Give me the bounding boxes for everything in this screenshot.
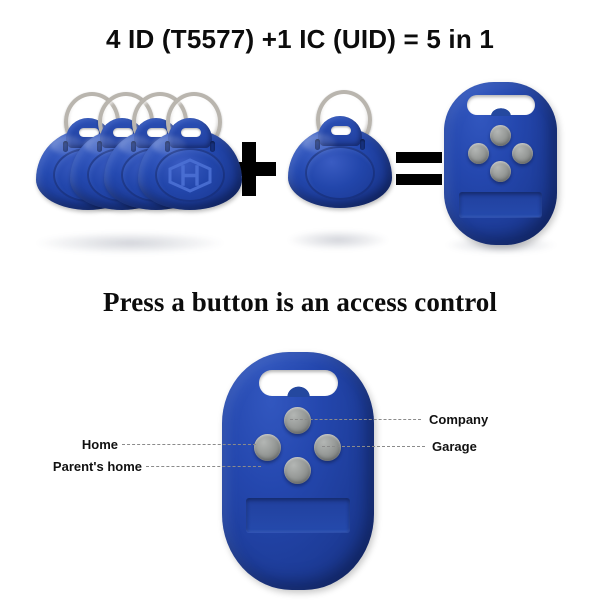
tag-ring-slot — [79, 128, 99, 137]
fob-button-company[interactable] — [284, 407, 311, 434]
fob-button-home[interactable] — [254, 434, 281, 461]
tag-ring-slot — [147, 128, 167, 137]
hex-h-logo-icon — [168, 158, 212, 193]
multi-button-fob-product — [444, 82, 557, 245]
tag-ring-slot — [113, 128, 133, 137]
id-tag-4 — [138, 92, 242, 210]
fob-button-right[interactable] — [512, 143, 533, 164]
ic-tag — [288, 90, 392, 208]
fob-button-left[interactable] — [468, 143, 489, 164]
leader-line-company — [290, 419, 421, 420]
ic-tag-shadow — [288, 230, 388, 250]
equals-top-bar — [396, 152, 442, 163]
fob-button-bottom[interactable] — [490, 161, 511, 182]
callout-company: Company — [429, 412, 489, 427]
leader-line-home — [122, 444, 256, 445]
leader-line-garage — [322, 446, 425, 447]
tag-dimple-left — [165, 141, 170, 152]
tag-face-disc — [305, 146, 375, 200]
tag-dimple-left — [97, 141, 102, 152]
fob-slot-notch — [489, 106, 513, 116]
fob-label-panel — [246, 498, 350, 532]
tag-dimple-right — [360, 139, 365, 150]
fob-button-garage[interactable] — [314, 434, 341, 461]
fob-button-parents-home[interactable] — [284, 457, 311, 484]
callout-parents-home: Parent's home — [52, 459, 142, 474]
fob-keyring-slot — [259, 370, 338, 397]
tag-stack-shadow — [36, 232, 224, 254]
annotated-fob-diagram — [222, 352, 374, 590]
plus-vertical-bar — [242, 142, 256, 196]
fob-label-panel — [459, 192, 542, 217]
section-title: Press a button is an access control — [103, 287, 497, 317]
tag-ring-slot — [181, 128, 201, 137]
tag-ring-slot — [331, 126, 351, 135]
tag-dimple-left — [315, 139, 320, 150]
equals-bottom-bar — [396, 174, 442, 185]
callout-home: Home — [81, 437, 118, 452]
fob-button-top[interactable] — [490, 125, 511, 146]
fob-keyring-slot — [467, 95, 535, 116]
callout-garage: Garage — [432, 439, 477, 454]
page-title: 4 ID (T5577) +1 IC (UID) = 5 in 1 — [105, 24, 495, 54]
tag-dimple-right — [210, 141, 215, 152]
leader-line-parents-home — [146, 466, 261, 467]
tag-dimple-left — [63, 141, 68, 152]
equals-operator-icon — [396, 152, 442, 188]
fob-slot-notch — [285, 385, 312, 397]
tag-dimple-left — [131, 141, 136, 152]
